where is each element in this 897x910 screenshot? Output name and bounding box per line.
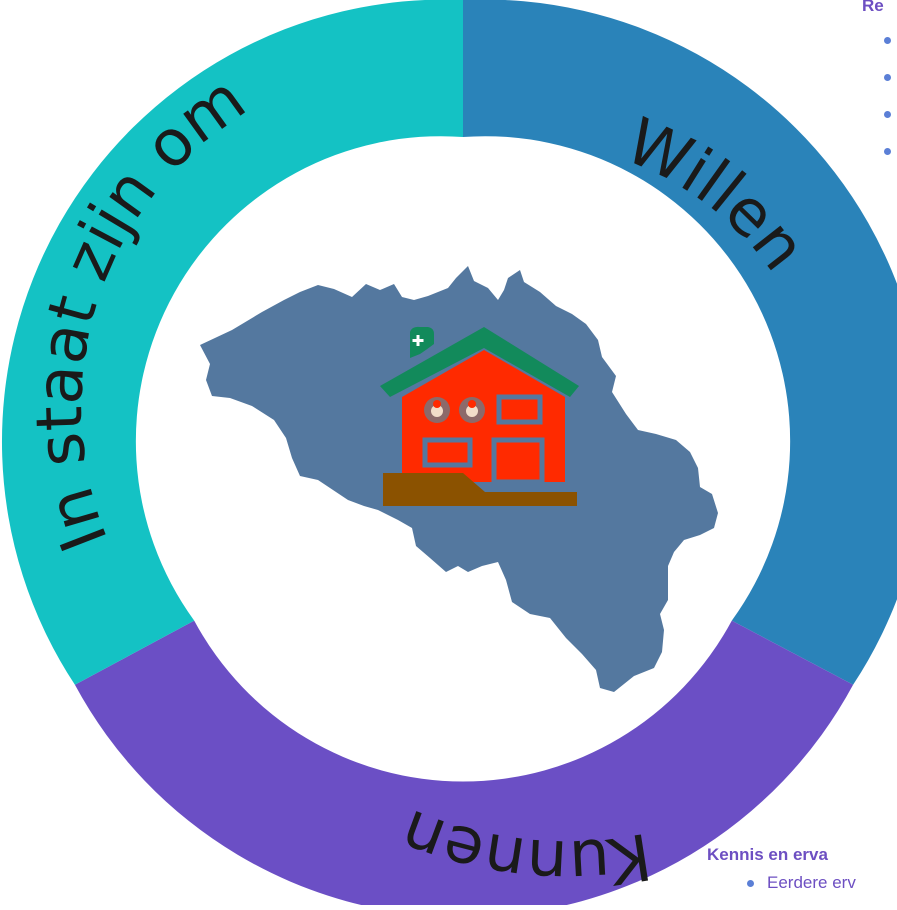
- list-item: [884, 141, 897, 178]
- house-with-medical-cross-icon: [380, 326, 579, 506]
- side-top-heading: Re: [862, 0, 884, 15]
- side-bottom-list: Eerdere erv: [747, 873, 856, 910]
- list-item: [884, 104, 897, 141]
- segment-willen: [463, 0, 897, 685]
- side-top-list: [884, 30, 897, 178]
- side-bottom-heading: Kennis en erva: [707, 845, 828, 864]
- segment-in-staat-zijn-om: [1, 0, 463, 685]
- list-item: Eerdere erv: [747, 873, 856, 910]
- list-item: [884, 67, 897, 104]
- list-item: [884, 30, 897, 67]
- segment-kunnen: [74, 620, 854, 905]
